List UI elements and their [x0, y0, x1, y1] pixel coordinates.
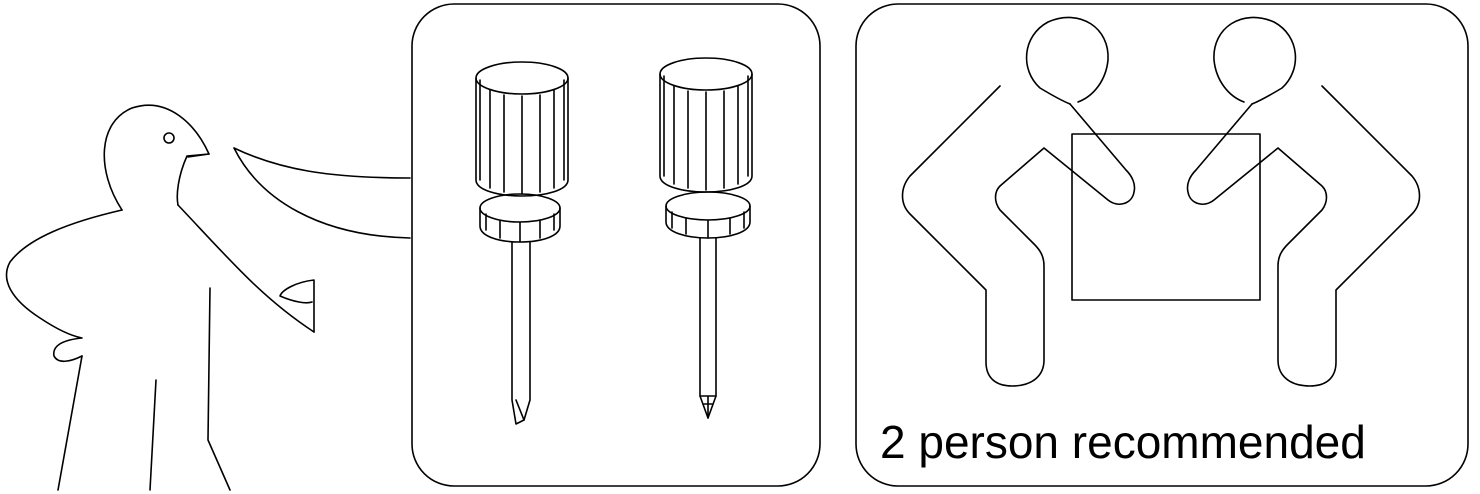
two-person-caption: 2 person recommended: [880, 416, 1366, 468]
mascot-left-arm: [5, 209, 123, 363]
mascot-figure: [5, 104, 411, 491]
tools-panel-frame: [411, 3, 821, 487]
people-panel-frame: [855, 3, 1469, 487]
mascot-right-body: [207, 287, 231, 491]
mascot-eye: [163, 132, 175, 144]
left-person-head: [1025, 16, 1109, 105]
left-person-body: [901, 85, 1136, 387]
mascot-inner-leg: [149, 379, 157, 491]
phillips-screwdriver-icon: [659, 57, 753, 419]
carried-box: [1071, 133, 1261, 301]
flathead-screwdriver-icon: [475, 61, 569, 425]
mascot-left-leg: [57, 355, 83, 491]
mascot-pointer-cone: [233, 147, 411, 239]
right-person-body: [1186, 85, 1421, 387]
two-person-lift-icon: [901, 16, 1421, 387]
mascot-pointing-hand: [279, 279, 315, 333]
mascot-mouth: [187, 153, 210, 158]
right-person-head: [1213, 16, 1297, 105]
mascot-head: [103, 104, 210, 211]
mascot-pointing-arm: [177, 204, 315, 333]
